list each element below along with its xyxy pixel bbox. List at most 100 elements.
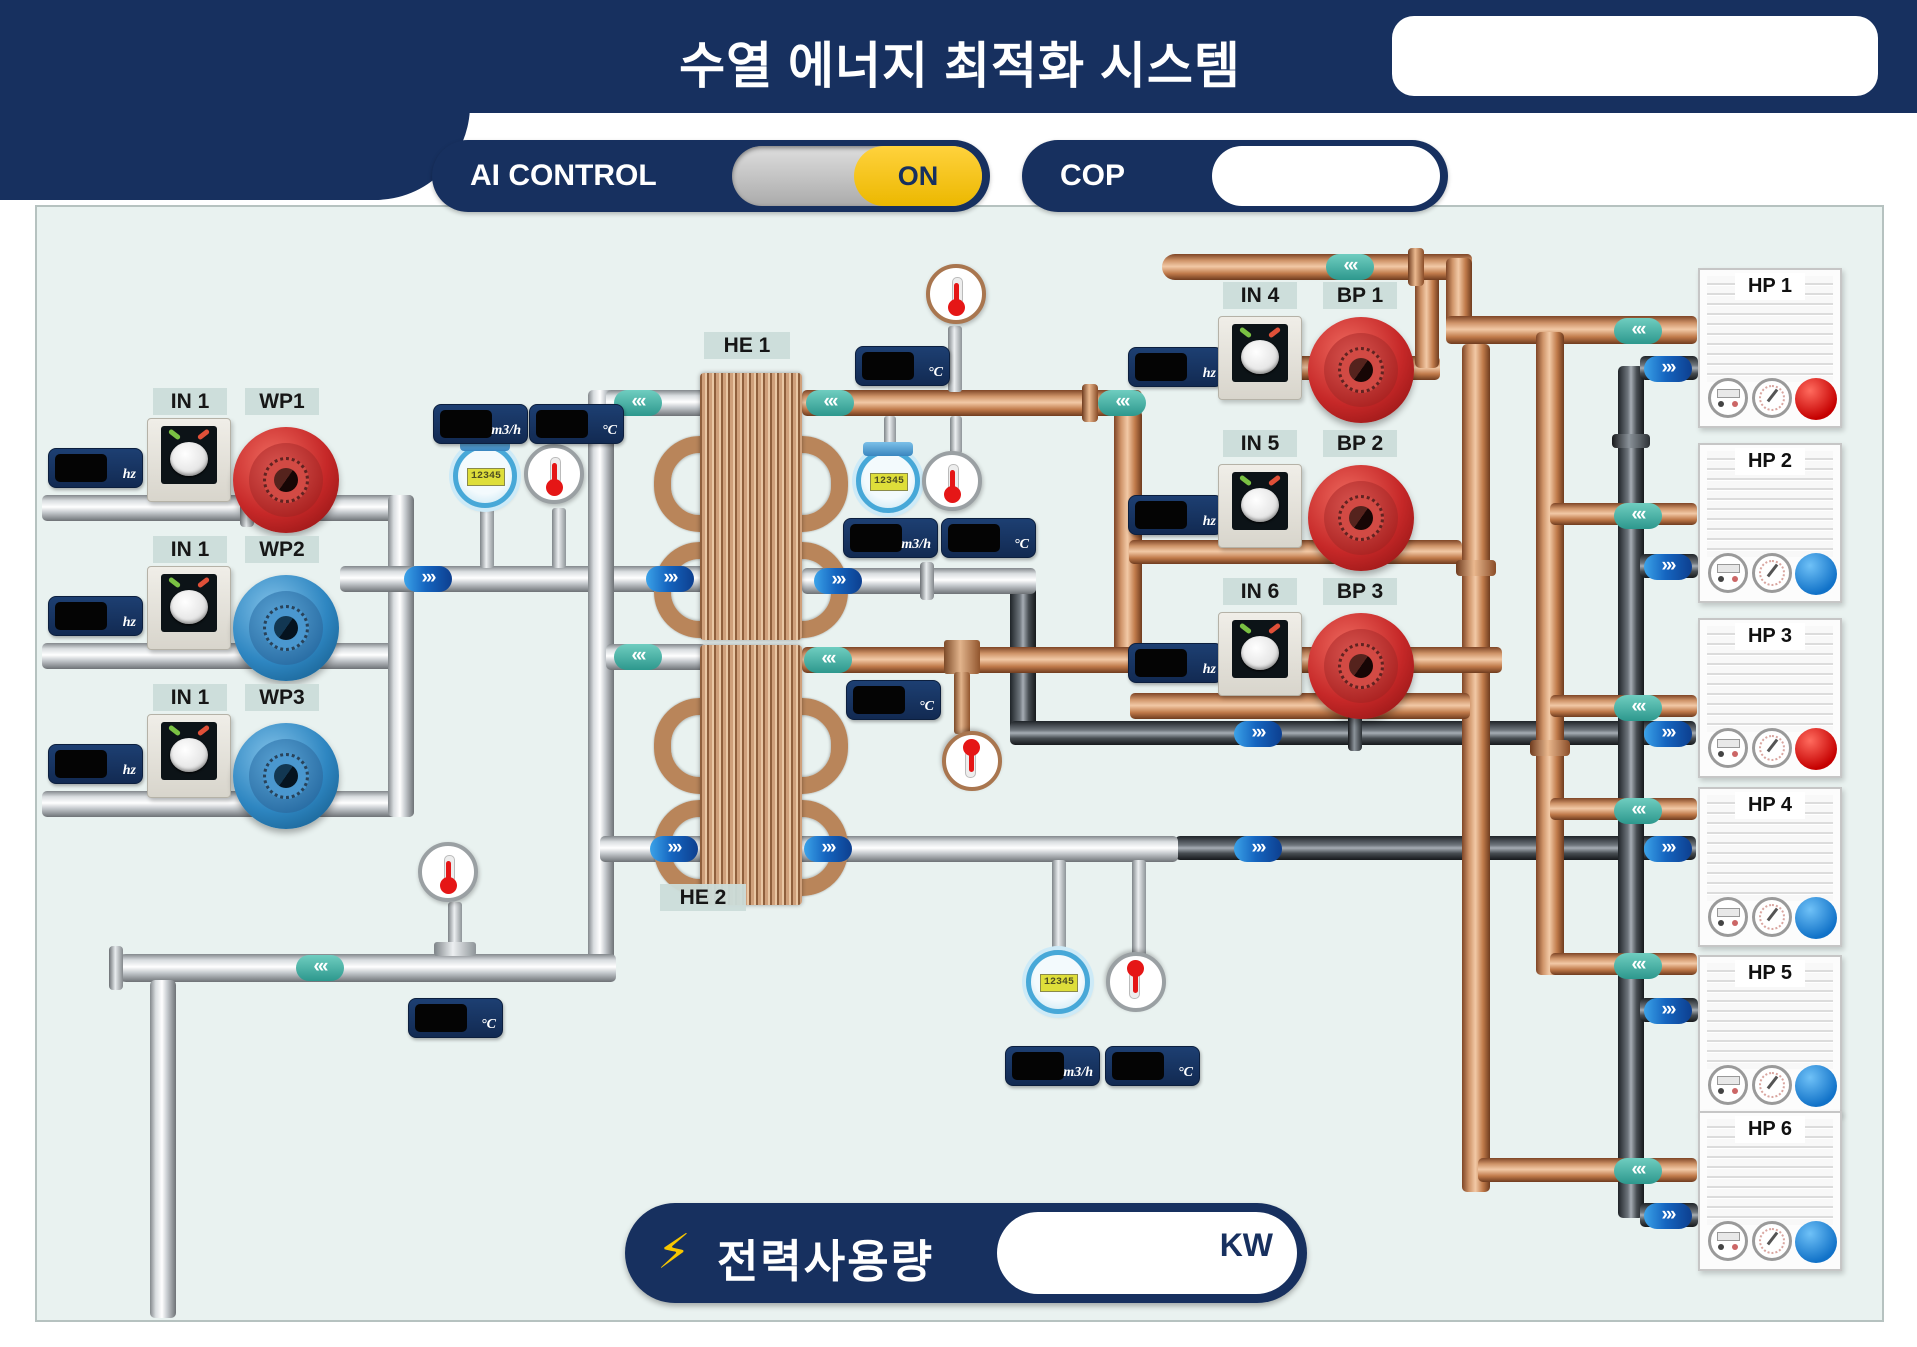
unit-label: hz	[122, 467, 136, 482]
lcd-screen	[948, 524, 1001, 552]
fault-indicator	[1267, 622, 1282, 635]
unit-label: hz	[1202, 514, 1216, 529]
temperature-display: °C	[846, 680, 941, 720]
cop-value-display	[1212, 146, 1440, 206]
pump-label: WP3	[245, 684, 319, 711]
inverter-knob[interactable]	[1241, 340, 1279, 374]
sensor-fitting	[948, 326, 962, 392]
pump-label: WP1	[245, 388, 319, 415]
hp-label: HP 2	[1735, 448, 1805, 475]
heat-pump-panel[interactable]: HP 4	[1698, 787, 1842, 947]
flow-right-arrow: ›››	[404, 566, 452, 592]
inverter-knob[interactable]	[1241, 488, 1279, 522]
inverter-unit[interactable]	[1218, 316, 1302, 400]
power-unit-label: KW	[1219, 1227, 1273, 1263]
pipe-copper	[1462, 344, 1490, 1192]
thermometer-gauge	[1106, 952, 1166, 1012]
run-indicator	[167, 576, 182, 589]
he-label: HE 1	[704, 332, 790, 359]
thermometer-gauge	[922, 451, 982, 511]
energy-meter-icon	[1708, 1065, 1748, 1105]
run-indicator	[1238, 622, 1253, 635]
unit-label: °C	[919, 699, 934, 714]
pipe	[340, 566, 706, 592]
ai-control-label: AI CONTROL	[470, 159, 657, 192]
inverter-knob[interactable]	[1241, 636, 1279, 670]
inverter-unit[interactable]	[147, 566, 231, 650]
energy-meter-icon	[1708, 553, 1748, 593]
run-indicator	[1238, 474, 1253, 487]
temperature-display: °C	[855, 346, 950, 386]
lcd-screen	[415, 1004, 468, 1032]
toggle-on-state[interactable]: ON	[854, 146, 982, 206]
flow-meter-screen: 12345	[870, 473, 908, 491]
temperature-display: °C	[941, 518, 1036, 558]
pipe-copper	[1162, 254, 1472, 280]
unit-label: m3/h	[491, 423, 521, 438]
flow-right-arrow: ›››	[650, 836, 698, 862]
hp-label: HP 6	[1735, 1116, 1805, 1143]
pump-label: BP 2	[1323, 430, 1397, 457]
pump-wp1[interactable]	[233, 427, 339, 533]
inverter-unit[interactable]	[147, 714, 231, 798]
frequency-display: hz	[48, 448, 143, 488]
inverter-knob[interactable]	[170, 442, 208, 476]
flow-meter: 12345	[453, 437, 517, 508]
lcd-screen	[536, 410, 589, 438]
cop-label: COP	[1060, 159, 1126, 192]
pump-label: WP2	[245, 536, 319, 563]
lcd-screen	[1012, 1052, 1065, 1080]
flow-right-arrow: ›››	[646, 566, 694, 592]
sensor-fitting	[944, 640, 980, 674]
pump-bp2[interactable]	[1308, 465, 1414, 571]
heat-pump-panel[interactable]: HP 6	[1698, 1111, 1842, 1271]
pump-label: BP 3	[1323, 578, 1397, 605]
heat-exchanger-1[interactable]	[700, 373, 802, 640]
pipe-copper	[1130, 693, 1470, 719]
lcd-screen	[55, 750, 108, 778]
flow-right-arrow: ›››	[1644, 554, 1692, 580]
pipe-flange	[109, 946, 123, 990]
flow-right-arrow: ›››	[804, 836, 852, 862]
temperature-display: °C	[529, 404, 624, 444]
lcd-screen	[862, 352, 915, 380]
inverter-unit[interactable]	[1218, 612, 1302, 696]
lcd-screen	[853, 686, 906, 714]
inverter-knob[interactable]	[170, 738, 208, 772]
energy-meter-icon	[1708, 1221, 1748, 1261]
fault-indicator	[1267, 326, 1282, 339]
pump-wp2[interactable]	[233, 575, 339, 681]
inverter-label: IN 6	[1223, 578, 1297, 605]
inverter-knob[interactable]	[170, 590, 208, 624]
flow-left-arrow: ‹‹‹	[804, 647, 852, 673]
status-indicator	[1795, 1221, 1837, 1263]
flow-right-arrow: ›››	[1644, 1203, 1692, 1229]
fault-indicator	[196, 724, 211, 737]
frequency-display: hz	[1128, 495, 1223, 535]
pump-wp3[interactable]	[233, 723, 339, 829]
heat-exchanger-2[interactable]	[700, 645, 802, 905]
pressure-gauge-icon	[1752, 553, 1792, 593]
flow-right-arrow: ›››	[1234, 836, 1282, 862]
ai-control-pill: AI CONTROL ON	[432, 140, 990, 212]
inverter-unit[interactable]	[1218, 464, 1302, 548]
heat-pump-panel[interactable]: HP 2	[1698, 443, 1842, 603]
pipe	[1618, 366, 1644, 1218]
pump-bp1[interactable]	[1308, 317, 1414, 423]
lcd-screen	[1135, 501, 1188, 529]
pump-bp3[interactable]	[1308, 613, 1414, 719]
power-usage-display	[997, 1212, 1297, 1294]
heat-pump-panel[interactable]: HP 3	[1698, 618, 1842, 778]
pipe	[388, 495, 414, 817]
unit-label: °C	[481, 1017, 496, 1032]
heat-pump-panel[interactable]: HP 1	[1698, 268, 1842, 428]
status-indicator	[1795, 897, 1837, 939]
frequency-display: hz	[48, 596, 143, 636]
sensor-fitting	[1052, 860, 1066, 956]
inverter-unit[interactable]	[147, 418, 231, 502]
unit-label: °C	[602, 423, 617, 438]
pipe	[150, 980, 176, 1318]
heat-pump-panel[interactable]: HP 5	[1698, 955, 1842, 1115]
ai-control-toggle[interactable]: ON	[732, 146, 982, 206]
